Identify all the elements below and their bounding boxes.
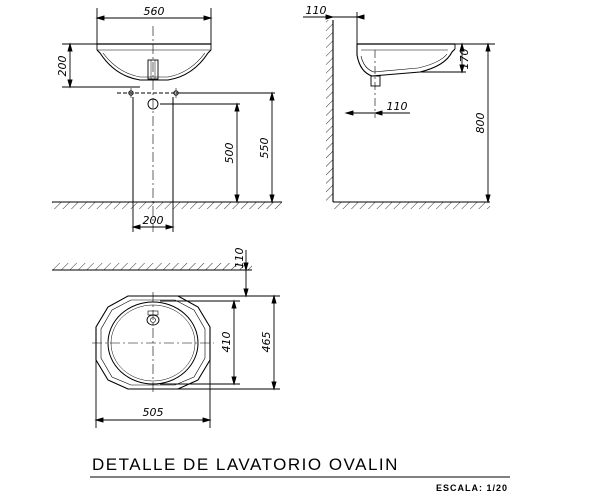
- dim-front-pedestal-width: 200: [143, 214, 164, 227]
- dim-plan-outer-depth: 465: [260, 332, 273, 353]
- drawing-title: DETALLE DE LAVATORIO OVALIN: [92, 455, 399, 474]
- dim-side-basin-depth: 170: [458, 49, 471, 70]
- dim-front-width: 560: [144, 5, 165, 18]
- dim-plan-wall-offset: 110: [233, 248, 246, 269]
- dim-front-total-height: 550: [258, 138, 271, 159]
- drawing-scale: ESCALA: 1/20: [436, 483, 508, 493]
- front-elevation: [52, 8, 282, 232]
- dim-side-wall-offset: 110: [306, 4, 327, 17]
- dim-side-drain-offset: 110: [387, 100, 408, 113]
- dim-plan-width: 505: [143, 406, 164, 419]
- dim-side-total-height: 800: [474, 113, 487, 134]
- dim-front-basin-height: 200: [56, 56, 69, 77]
- side-elevation: [303, 12, 495, 209]
- dim-front-drain-height: 500: [223, 143, 236, 164]
- dim-plan-inner-depth: 410: [220, 332, 233, 353]
- plan-view: [52, 250, 280, 428]
